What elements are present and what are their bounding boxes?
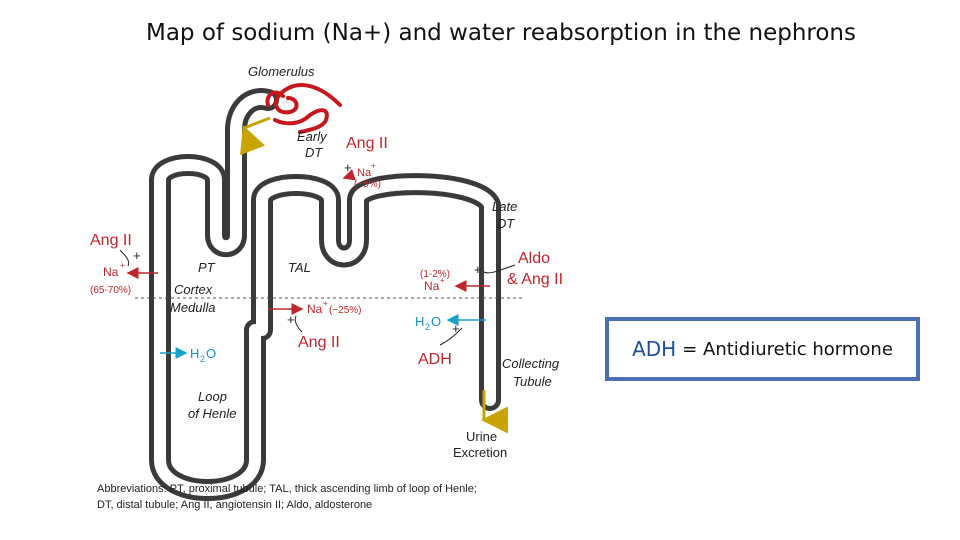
medulla-label: Medulla	[170, 300, 216, 315]
abbreviations-line-1: Abbreviations: PT, proximal tubule; TAL,…	[97, 483, 477, 495]
adh-curve	[439, 327, 463, 346]
na-pt-pct: (65-70%)	[90, 285, 131, 296]
plus-late: +	[474, 262, 482, 277]
adh-definition-box: ADH = Antidiuretic hormone	[605, 317, 920, 381]
na-late-sup: +	[440, 276, 445, 285]
na-early-sup: +	[371, 161, 376, 170]
tubule-label: Tubule	[513, 374, 552, 389]
h2o-collecting-h: H	[415, 314, 424, 329]
na-early-label: Na	[357, 167, 372, 179]
adh-term: ADH	[632, 337, 677, 361]
na-early-arrow	[342, 168, 356, 181]
na-tal-label: Na	[307, 302, 323, 316]
glomerulus-label: Glomerulus	[248, 64, 315, 79]
plus-adh: +	[452, 321, 460, 336]
ang-ii-pt-label: Ang II	[90, 232, 132, 249]
loop-label: Loop	[198, 389, 227, 404]
cortex-label: Cortex	[174, 282, 213, 297]
collecting-label: Collecting	[502, 356, 560, 371]
adh-definition: = Antidiuretic hormone	[682, 338, 893, 360]
afferent-arrow	[240, 116, 271, 156]
na-tal-sup: +	[323, 299, 328, 308]
tal-label: TAL	[288, 260, 311, 275]
tubule-lumen	[154, 93, 496, 496]
aldo-ang-label: & Ang II	[507, 271, 563, 288]
early-dt-label: DT	[305, 145, 323, 160]
h2o-loop-o: O	[206, 346, 216, 361]
excretion-label: Excretion	[453, 445, 507, 460]
na-tal-pct-late: (1-2%)	[420, 269, 450, 280]
na-pt-label: Na	[103, 265, 119, 279]
ang-ii-tal-label: Ang II	[298, 334, 340, 351]
aldo-label: Aldo	[518, 250, 550, 267]
na-tal-pct: (~25%)	[329, 305, 362, 316]
adh-definition-inner: ADH = Antidiuretic hormone	[609, 321, 916, 377]
plus-tal: +	[287, 312, 295, 327]
na-late-label: Na	[424, 279, 440, 293]
plus-pt: +	[133, 248, 141, 263]
plus-early: +	[344, 160, 352, 175]
pt-label: PT	[198, 260, 216, 275]
h2o-collecting-2: 2	[425, 322, 430, 332]
urine-label: Urine	[466, 429, 497, 444]
na-early-pct: (~5%)	[354, 179, 381, 190]
ang-ii-early-label: Ang II	[346, 135, 388, 152]
na-pt-sup: +	[120, 261, 125, 270]
h2o-loop-2: 2	[200, 354, 205, 364]
slide-title: Map of sodium (Na+) and water reabsorpti…	[145, 20, 856, 46]
late-label: Late	[492, 199, 517, 214]
h2o-collecting-o: O	[431, 314, 441, 329]
ang-pt-curve	[119, 249, 130, 267]
h2o-loop-h: H	[190, 346, 199, 361]
adh-label: ADH	[418, 351, 452, 368]
of-henle-label: of Henle	[188, 406, 236, 421]
late-dt-label: DT	[497, 216, 515, 231]
aldo-curve	[483, 264, 516, 274]
abbreviations-line-2: DT, distal tubule; Ang II, angiotensin I…	[97, 499, 372, 511]
glomerulus-vessels	[265, 83, 342, 134]
nephron-tubule	[149, 88, 501, 501]
ang-tal-curve	[294, 315, 303, 333]
early-label: Early	[297, 129, 328, 144]
